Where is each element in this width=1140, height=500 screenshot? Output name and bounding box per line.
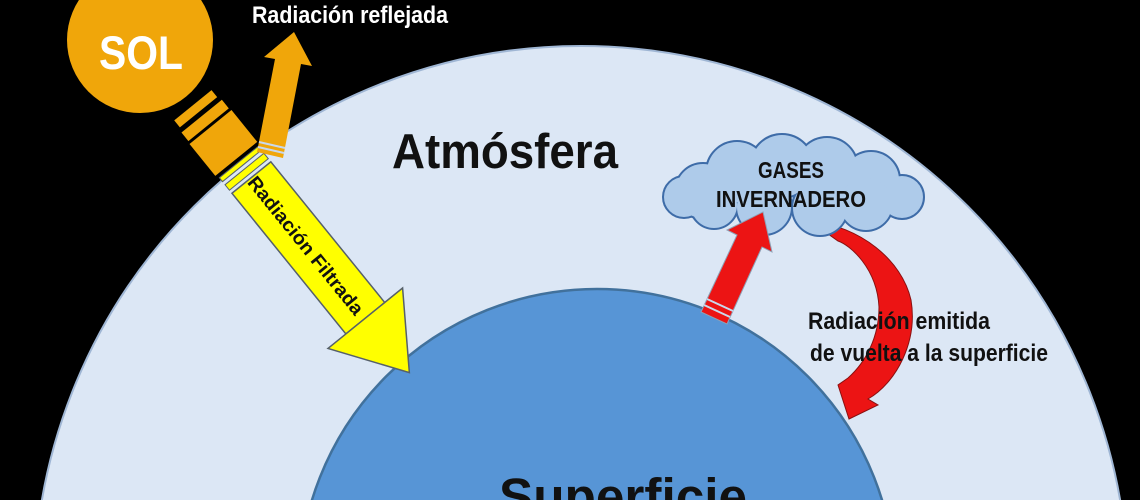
returned-radiation-arrow [808, 220, 913, 420]
sunbeam-orange-stripe-2 [181, 99, 229, 142]
greenhouse-gases-label-line2: INVERNADERO [716, 186, 866, 212]
surface-label: Superficie [499, 468, 747, 500]
filtered-beam-arrowhead [326, 286, 411, 374]
atmosphere-label: Atmósfera [392, 125, 619, 179]
reflected-arrow-stripe-2 [258, 141, 286, 149]
reflected-arrow-stripe-1 [257, 146, 285, 154]
surface-circle [310, 287, 884, 500]
reflected-radiation-label: Radiación reflejada [252, 2, 449, 29]
sun-circle [67, 0, 213, 113]
emitted-radiation-label-line1: Radiación emitida [808, 308, 991, 335]
sunbeam-orange-stripe-1 [174, 90, 218, 128]
sun-label: SOL [99, 26, 183, 79]
greenhouse-gases-label-line1: GASES [758, 157, 824, 183]
filtered-beam-stripe-2 [224, 152, 270, 191]
sunbeam-orange-shaft [189, 110, 258, 176]
reflected-radiation-arrow [257, 32, 312, 158]
cloud-body [664, 135, 923, 235]
emitted-arrow-stripe-2 [706, 298, 734, 312]
emitted-radiation-label-line2: de vuelta a la superficie [810, 340, 1048, 367]
emitted-arrow-stripe-1 [703, 304, 731, 318]
greenhouse-gases-cloud: GASES INVERNADERO [662, 133, 925, 237]
